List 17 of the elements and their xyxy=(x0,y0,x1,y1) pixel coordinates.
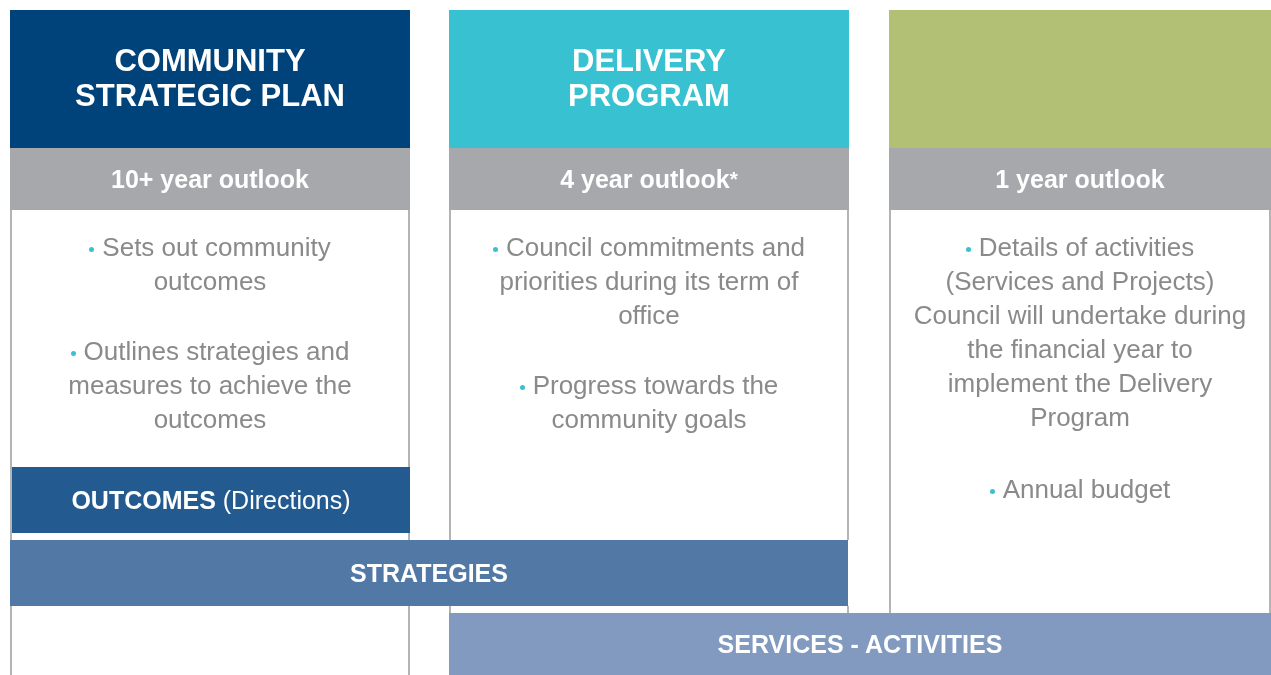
bullet-text: Council commitments and priorities during its term of office xyxy=(471,230,827,332)
outlook-band: 1 year outlook xyxy=(889,148,1271,210)
column-header: COMMUNITY STRATEGIC PLAN xyxy=(10,10,410,148)
strategies-bar: STRATEGIES xyxy=(10,540,848,606)
services-bar: SERVICES - ACTIVITIES xyxy=(449,613,1271,675)
column-panel xyxy=(449,10,849,540)
column-header: DELIVERY PROGRAM xyxy=(449,10,849,148)
column-panel xyxy=(889,10,1271,613)
bullet-text: Progress towards the community goals xyxy=(471,368,827,436)
header-block xyxy=(889,10,1271,148)
outcomes-bar: OUTCOMES (Directions) xyxy=(12,467,410,533)
bullet-text: Sets out community outcomes xyxy=(32,230,388,298)
bullet-text: Details of activities (Services and Projects) Council will undertake during the financial year to implement the Delivery Program xyxy=(911,230,1249,434)
bullet-text: Annual budget xyxy=(911,472,1249,506)
outlook-band: 10+ year outlook xyxy=(10,148,410,210)
column-panel xyxy=(10,10,410,540)
bullet-text: Outlines strategies and measures to achieve the outcomes xyxy=(32,334,388,436)
